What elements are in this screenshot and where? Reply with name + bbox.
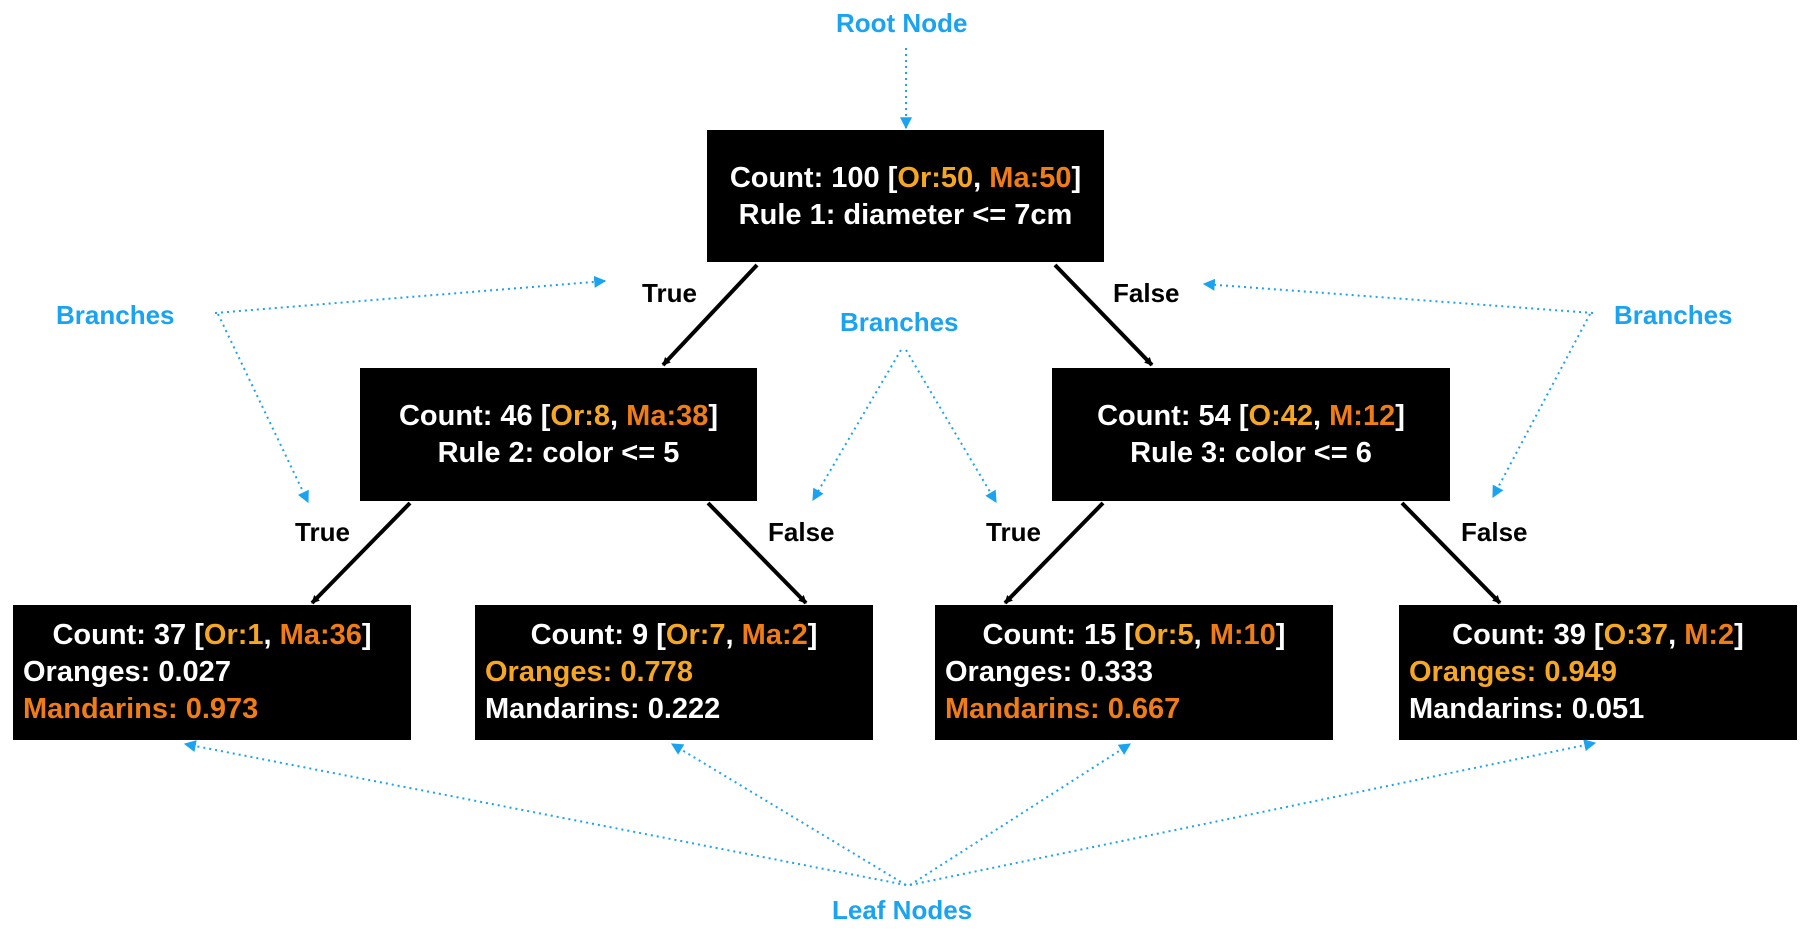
branches-right-pointer-b xyxy=(1492,313,1591,499)
leaf-3-oranges: Oranges: 0.333 xyxy=(945,656,1153,688)
branches-center-pointer-b xyxy=(905,349,997,504)
root-node: Count: 100 [Or:50, Ma:50] Rule 1: diamet… xyxy=(707,130,1104,262)
leaf-pointer-2 xyxy=(670,743,907,886)
leaf-1-mandarins: Mandarins: 0.973 xyxy=(23,693,259,725)
edge-label-false-left: False xyxy=(768,517,835,547)
leaf-pointer-4 xyxy=(909,739,1597,886)
edge-root-right xyxy=(1053,263,1154,367)
leaf-1-oranges: Oranges: 0.027 xyxy=(23,656,231,688)
leaf-2-count: Count: 9 [Or:7, Ma:2] xyxy=(530,619,818,651)
edge-label-false-right: False xyxy=(1461,517,1528,547)
leaf-2-mandarins: Mandarins: 0.222 xyxy=(485,693,721,725)
edge-right-leaf3 xyxy=(1003,501,1105,605)
right-node: Count: 54 [O:42, M:12] Rule 3: color <= … xyxy=(1052,368,1450,501)
branches-center-pointer-a xyxy=(812,349,902,502)
leaf-3-mandarins: Mandarins: 0.667 xyxy=(945,693,1181,725)
leaf-4-count: Count: 39 [O:37, M:2] xyxy=(1452,619,1744,651)
root-rule: Rule 1: diameter <= 7cm xyxy=(738,199,1073,231)
branches-left-pointer-a xyxy=(214,275,607,314)
branches-right-pointer-a xyxy=(1202,278,1594,314)
edge-root-left xyxy=(661,263,759,367)
leaf-node-1: Count: 37 [Or:1, Ma:36] Oranges: 0.027 M… xyxy=(13,605,411,740)
branches-left-pointer-b xyxy=(217,313,309,504)
left-node: Count: 46 [Or:8, Ma:38] Rule 2: color <=… xyxy=(360,368,757,501)
edge-label-true-left: True xyxy=(295,517,350,547)
leaf-4-oranges: Oranges: 0.949 xyxy=(1409,656,1617,688)
edge-right-leaf4 xyxy=(1400,501,1502,605)
branches-label-right: Branches xyxy=(1614,300,1733,330)
branches-label-center: Branches xyxy=(840,307,959,337)
right-count: Count: 54 [O:42, M:12] xyxy=(1097,400,1405,432)
leaf-pointer-1 xyxy=(183,740,907,886)
leaf-node-4: Count: 39 [O:37, M:2] Oranges: 0.949 Man… xyxy=(1399,605,1797,740)
left-count: Count: 46 [Or:8, Ma:38] xyxy=(398,400,719,432)
leaf-nodes-label: Leaf Nodes xyxy=(832,895,973,925)
leaf-4-mandarins: Mandarins: 0.051 xyxy=(1409,693,1645,725)
right-rule: Rule 3: color <= 6 xyxy=(1130,437,1372,469)
left-rule: Rule 2: color <= 5 xyxy=(437,437,680,469)
leaf-pointer-3 xyxy=(909,743,1132,886)
leaf-node-3: Count: 15 [Or:5, M:10] Oranges: 0.333 Ma… xyxy=(935,605,1333,740)
edge-label-true-right: True xyxy=(986,517,1041,547)
edge-label-false-root: False xyxy=(1113,278,1180,308)
edge-left-leaf1 xyxy=(310,501,412,605)
root-node-label: Root Node xyxy=(836,8,968,38)
leaf-1-count: Count: 37 [Or:1, Ma:36] xyxy=(52,619,372,651)
leaf-3-count: Count: 15 [Or:5, M:10] xyxy=(982,619,1286,651)
branches-label-left: Branches xyxy=(56,300,175,330)
root-count: Count: 100 [Or:50, Ma:50] xyxy=(729,162,1082,194)
leaf-2-oranges: Oranges: 0.778 xyxy=(485,656,693,688)
leaf-node-2: Count: 9 [Or:7, Ma:2] Oranges: 0.778 Man… xyxy=(475,605,873,740)
edge-label-true-root: True xyxy=(642,278,697,308)
edge-left-leaf2 xyxy=(706,501,808,605)
